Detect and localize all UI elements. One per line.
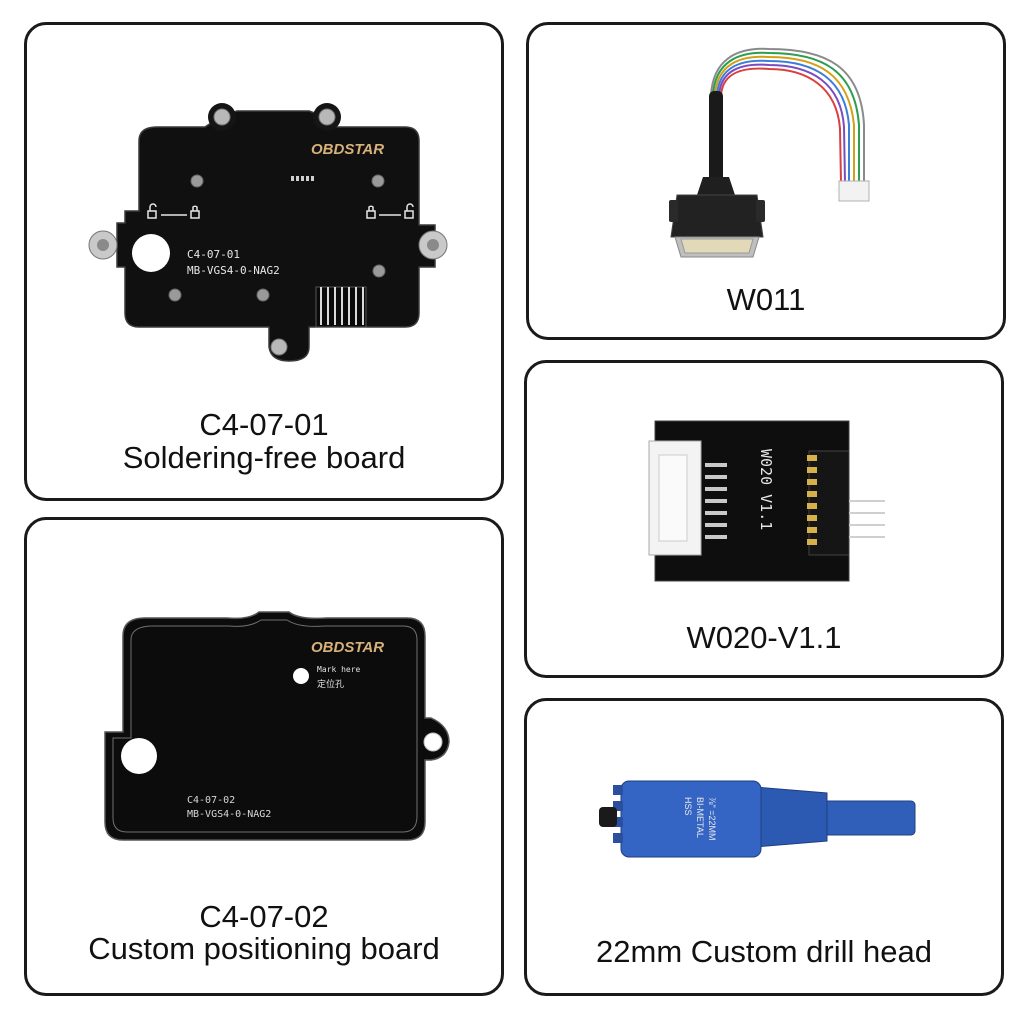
left-pins	[705, 463, 727, 539]
screw-icon	[318, 108, 336, 126]
wire-bundle	[710, 47, 865, 184]
product-name: W011	[726, 282, 806, 317]
drill-cup	[620, 780, 762, 858]
product-code: C4-07-02	[199, 899, 329, 934]
card-soldering-free-board: OBDSTAR C4-07-01 MB-VGS4-0-NAG2	[24, 22, 504, 501]
board-code-text: C4-07-01	[187, 248, 240, 261]
custom-positioning-board-image: OBDSTAR Mark here 定位孔 C4-07-02 MB-VGS4-0…	[104, 611, 450, 841]
positioning-hole	[121, 738, 157, 774]
board-version-text: W020 V1.1	[757, 449, 775, 530]
header-pins	[849, 500, 885, 538]
card-custom-positioning-board: OBDSTAR Mark here 定位孔 C4-07-02 MB-VGS4-0…	[24, 517, 504, 996]
screw-icon	[213, 108, 231, 126]
product-code: C4-07-01	[199, 407, 329, 442]
brand-logo: OBDSTAR	[311, 639, 384, 656]
positioning-hole	[132, 234, 170, 272]
screw-icon	[270, 338, 288, 356]
card-drill-head: HSS BI-METAL ⅞" =22MM 22mm Custom drill …	[524, 698, 1004, 996]
product-name: Custom positioning board	[88, 931, 440, 966]
product-name: W020-V1.1	[686, 620, 842, 655]
pilot-bit	[599, 807, 617, 827]
soldering-free-board-image: OBDSTAR C4-07-01 MB-VGS4-0-NAG2	[88, 103, 448, 362]
board-body	[116, 110, 436, 362]
card-w020: W020 V1.1 W020-V1.1	[524, 360, 1004, 678]
board-model-text: MB-VGS4-0-NAG2	[187, 809, 271, 820]
board-code-text: C4-07-02	[187, 795, 235, 806]
mark-chinese-text: 定位孔	[317, 678, 344, 690]
brand-logo: OBDSTAR	[311, 141, 384, 158]
drill-text-size: ⅞" =22MM	[707, 797, 717, 840]
gold-pads	[807, 455, 817, 545]
lock-arrow-icon	[366, 203, 414, 219]
mark-here-text: Mark here	[317, 665, 361, 674]
standoffs	[168, 174, 386, 302]
drill-head-image: HSS BI-METAL ⅞" =22MM	[599, 780, 916, 858]
pin-header	[315, 286, 367, 328]
drill-teeth	[613, 785, 623, 843]
drill-text-hss: HSS	[683, 797, 693, 816]
lock-arrow-icon	[147, 203, 200, 219]
mark-hole	[293, 668, 309, 684]
w011-cable-image	[669, 47, 870, 258]
small-connector	[291, 176, 314, 181]
drill-text-bimetal: BI-METAL	[695, 797, 705, 838]
board-body	[104, 611, 450, 841]
card-w011: W011	[526, 22, 1006, 340]
mount-hole	[423, 732, 443, 752]
drill-shank	[822, 800, 916, 836]
db25-connector	[670, 194, 764, 238]
product-name: 22mm Custom drill head	[596, 934, 932, 969]
board-outline	[112, 619, 418, 833]
jst-connector	[838, 180, 870, 202]
board-model-text: MB-VGS4-0-NAG2	[187, 264, 280, 277]
cable-sheath	[709, 91, 723, 185]
product-name: Soldering-free board	[122, 440, 406, 475]
w020-board-image: W020 V1.1	[648, 420, 885, 582]
